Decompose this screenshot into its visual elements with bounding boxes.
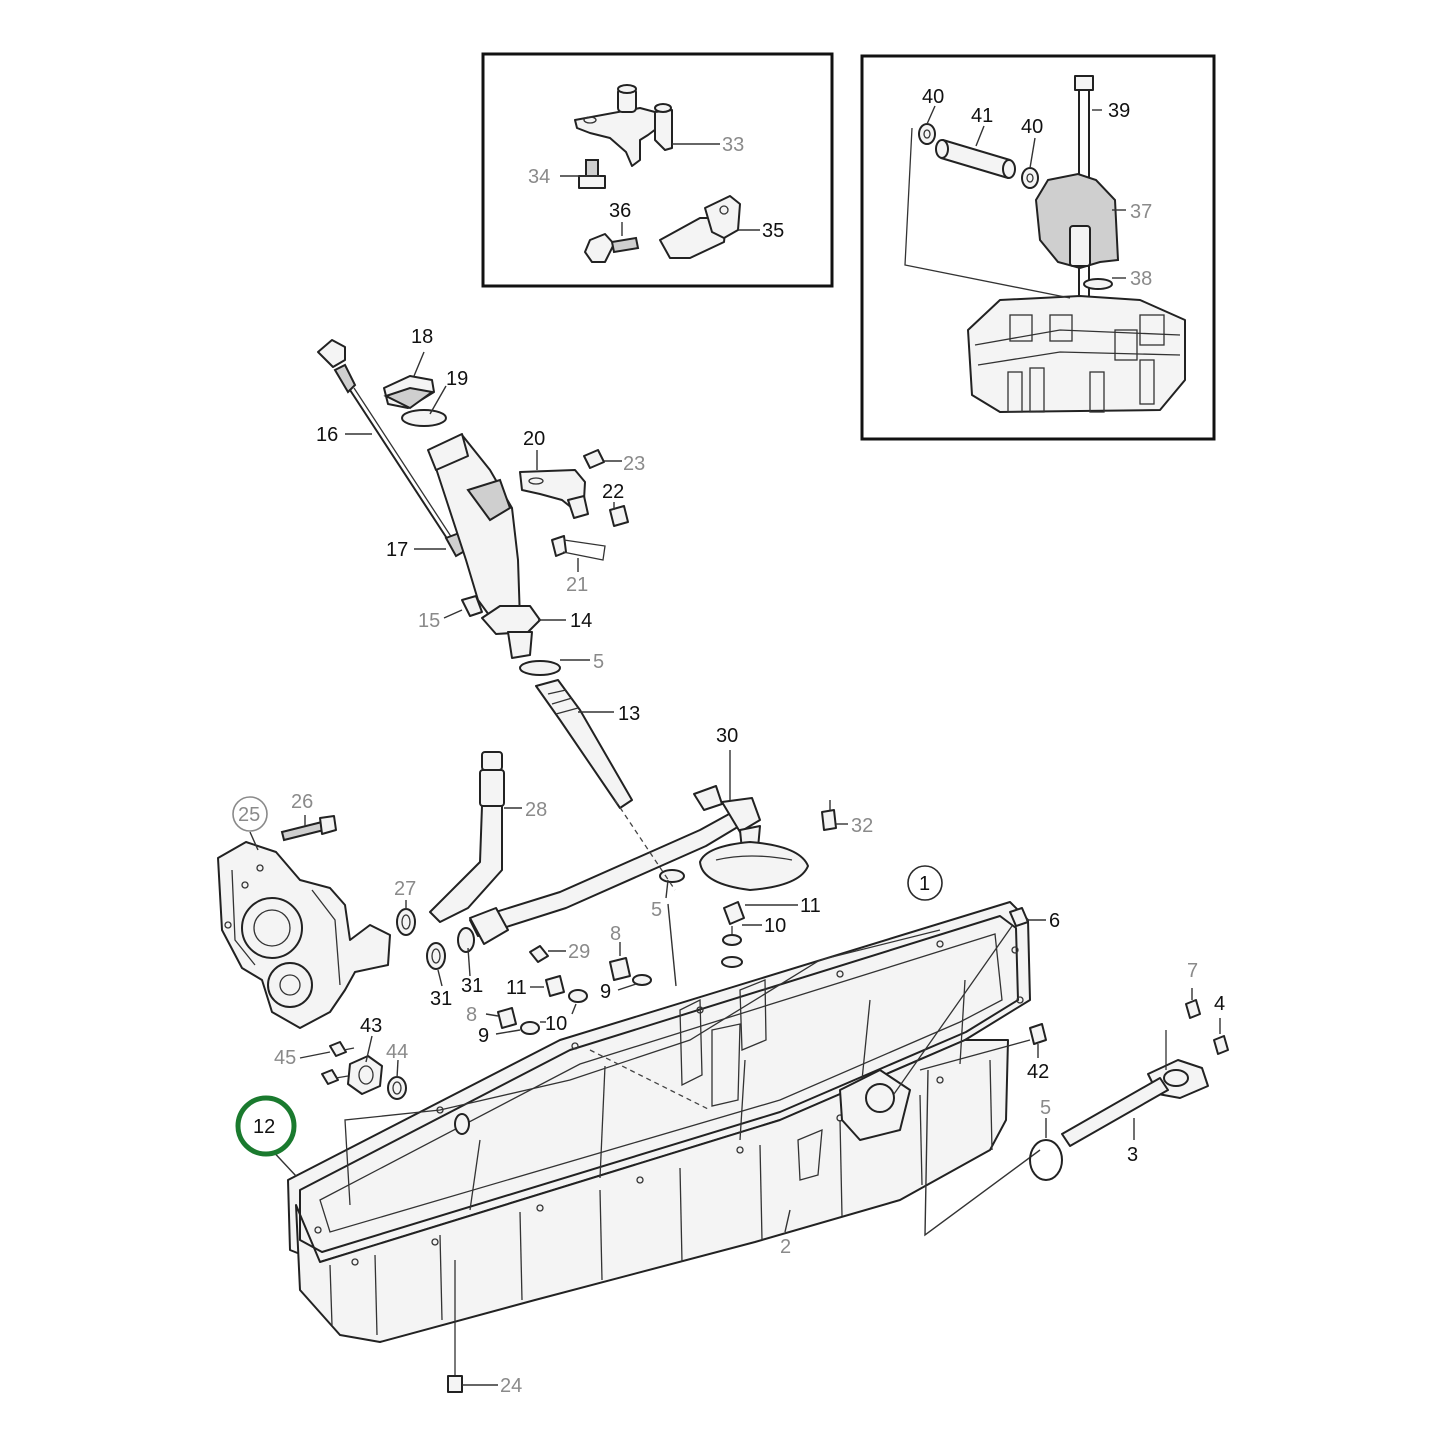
label-4: 4 [1214,993,1225,1015]
label-45: 45 [274,1047,296,1069]
label-5-pan: 5 [1040,1097,1051,1119]
label-2: 2 [780,1236,791,1258]
label-18: 18 [411,326,433,348]
label-44: 44 [386,1041,408,1063]
label-38: 38 [1130,268,1152,290]
label-15: 15 [418,610,440,632]
label-7: 7 [1187,960,1198,982]
label-16: 16 [316,424,338,446]
label-3: 3 [1127,1144,1138,1166]
label-37: 37 [1130,201,1152,223]
label-35: 35 [762,220,784,242]
inset-injector-detail [860,54,1216,441]
label-41: 41 [971,105,993,127]
label-6: 6 [1049,910,1060,932]
label-22: 22 [602,481,624,503]
highlighted-callout-12 [235,1095,297,1157]
label-17: 17 [386,539,408,561]
label-10-top: 10 [764,915,786,937]
label-32: 32 [851,815,873,837]
label-34: 34 [528,166,550,188]
inset-bracket-detail [481,52,834,288]
label-12: 12 [253,1116,275,1138]
label-28: 28 [525,799,547,821]
label-1: 1 [919,873,930,895]
label-40-left: 40 [922,86,944,108]
label-10-bottom: 10 [545,1013,567,1035]
label-24: 24 [500,1375,522,1397]
callout-25 [232,796,268,832]
label-8-bottom: 8 [466,1004,477,1026]
label-36: 36 [609,200,631,222]
oil-pan [287,901,1041,1343]
label-9-top: 9 [600,981,611,1003]
label-42: 42 [1027,1061,1049,1083]
label-5-strainer: 5 [651,899,662,921]
label-43: 43 [360,1015,382,1037]
label-29: 29 [568,941,590,963]
label-40-right: 40 [1021,116,1043,138]
label-20: 20 [523,428,545,450]
label-8-top: 8 [610,923,621,945]
label-39: 39 [1108,100,1130,122]
callout-1 [907,865,943,901]
label-30: 30 [716,725,738,747]
label-27: 27 [394,878,416,900]
label-9-bottom: 9 [478,1025,489,1047]
label-11-bottom: 11 [506,977,527,999]
label-31-right: 31 [461,975,483,997]
label-19: 19 [446,368,468,390]
label-13: 13 [618,703,640,725]
label-25: 25 [238,804,260,826]
label-11-top: 11 [800,895,821,917]
oil-pump-assembly [217,815,446,1100]
label-33: 33 [722,134,744,156]
label-31-left: 31 [430,988,452,1010]
dipstick-and-filler-assembly [317,339,633,809]
suction-pipe-assembly [429,750,848,987]
label-21: 21 [566,574,588,596]
label-14: 14 [570,610,592,632]
part-labels: 33 34 35 36 40 41 40 39 37 38 18 19 16 2… [232,86,1225,1397]
label-26: 26 [291,791,313,813]
label-23: 23 [623,453,645,475]
label-5-filler: 5 [593,651,604,673]
